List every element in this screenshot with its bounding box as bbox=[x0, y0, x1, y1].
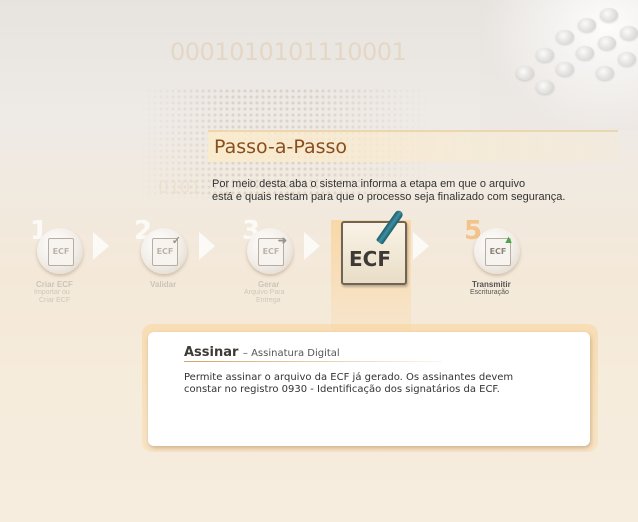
step-gerar[interactable]: 3 ECF➜ Gerar Arquivo Para Entrega bbox=[240, 216, 300, 308]
step-transmitir[interactable]: 5 ECF▲ Transmitir Escrituração bbox=[462, 216, 532, 308]
step-label: Criar ECF bbox=[36, 280, 73, 289]
step-label: Transmitir bbox=[472, 280, 511, 289]
ecf-upload-icon: ECF▲ bbox=[474, 228, 520, 274]
arrow-icon bbox=[304, 232, 320, 260]
page-description: Por meio desta aba o sistema informa a e… bbox=[212, 178, 622, 204]
step-sub-1: Escrituração bbox=[470, 289, 509, 296]
arrow-icon bbox=[413, 232, 429, 260]
step-sub-1: Importar ou bbox=[34, 289, 70, 296]
description-line-1: Por meio desta aba o sistema informa a e… bbox=[212, 178, 526, 190]
detail-line-2: constar no registro 0930 - Identificação… bbox=[184, 384, 500, 395]
page-title: Passo-a-Passo bbox=[214, 136, 348, 158]
title-bar bbox=[208, 130, 618, 162]
ecf-check-icon: ECF✓ bbox=[141, 228, 187, 274]
ecf-document-icon: ECF bbox=[37, 228, 83, 274]
step-criar-ecf[interactable]: 1 ECF Criar ECF Importar ou Criar ECF bbox=[30, 216, 90, 308]
keyboard-decoration bbox=[480, 0, 638, 130]
detail-line-1: Permite assinar o arquivo da ECF já gera… bbox=[184, 372, 514, 383]
step-sub-1: Arquivo Para bbox=[244, 289, 285, 296]
divider bbox=[184, 361, 442, 362]
step-sub-2: Entrega bbox=[256, 297, 281, 304]
ecf-pen-icon[interactable]: ECF bbox=[341, 221, 407, 285]
step-validar[interactable]: 2 ECF✓ Validar bbox=[134, 216, 194, 308]
step-sub-2: Criar ECF bbox=[39, 297, 71, 304]
detail-body: Permite assinar o arquivo da ECF já gera… bbox=[184, 372, 576, 396]
step-label: Validar bbox=[150, 280, 177, 289]
binary-decoration-2: 0101 bbox=[158, 178, 202, 198]
binary-decoration: 0001010101110001 bbox=[170, 38, 407, 66]
arrow-icon bbox=[199, 232, 215, 260]
step-label: Gerar bbox=[258, 280, 280, 289]
detail-heading: Assinar – Assinatura Digital bbox=[184, 343, 340, 361]
arrow-icon bbox=[93, 232, 109, 260]
detail-subtitle: – Assinatura Digital bbox=[242, 348, 340, 359]
ecf-arrow-icon: ECF➜ bbox=[247, 228, 293, 274]
description-line-2: está e quais restam para que o processo … bbox=[212, 191, 566, 203]
detail-panel: Assinar – Assinatura Digital Permite ass… bbox=[148, 332, 590, 446]
detail-title: Assinar bbox=[184, 345, 239, 360]
